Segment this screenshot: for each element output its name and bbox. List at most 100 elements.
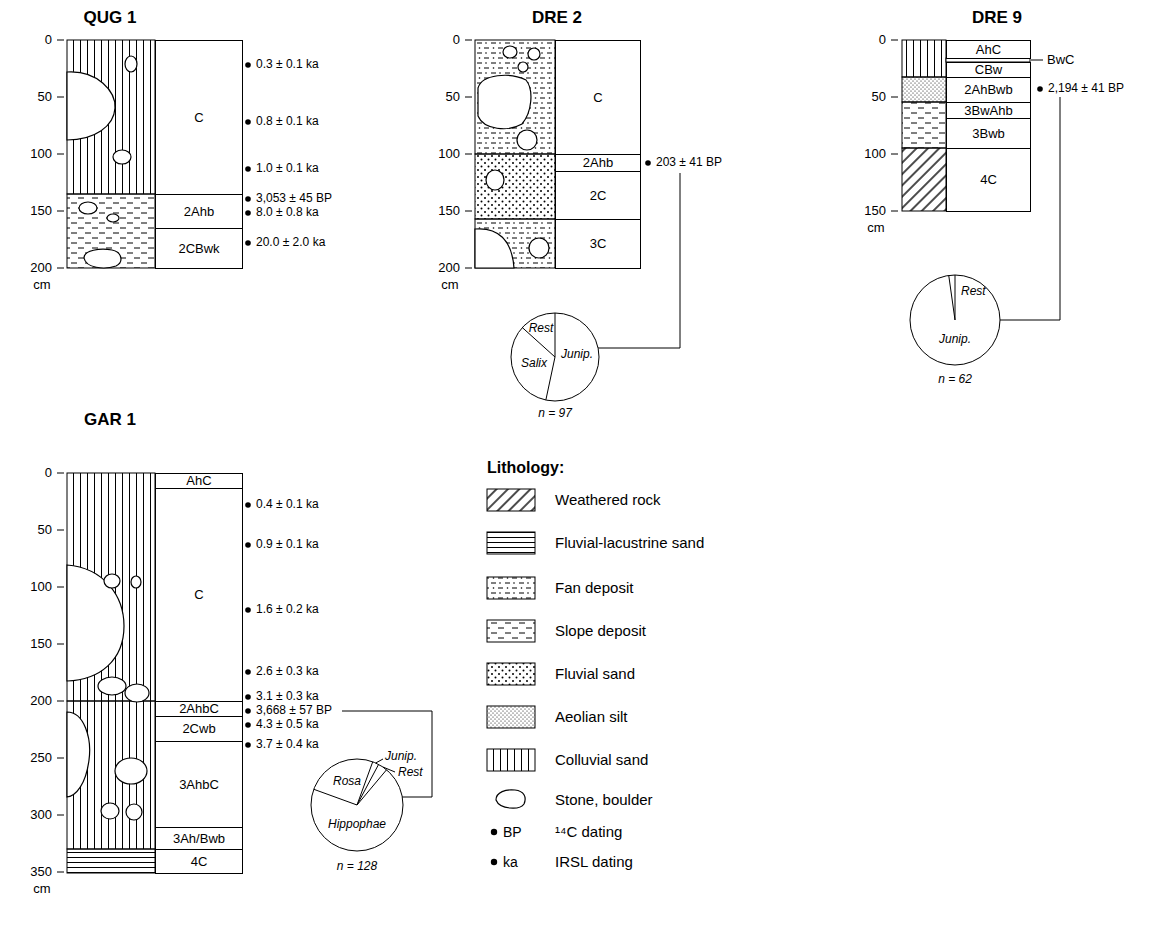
stone xyxy=(131,576,141,588)
depth-tick-label: 100 xyxy=(438,147,460,162)
date-label: 203 ± 41 BP xyxy=(656,156,722,170)
pie-outline xyxy=(311,759,403,851)
stone xyxy=(529,238,549,258)
tick xyxy=(465,97,472,98)
stone xyxy=(528,48,540,60)
stone xyxy=(101,803,119,819)
horizon-label: CBw xyxy=(975,63,1002,77)
depth-tick-label: 200 xyxy=(438,261,460,276)
date-dot xyxy=(245,166,251,172)
horizon-label: AhC xyxy=(186,474,211,488)
tick xyxy=(57,211,64,212)
depth-tick-label: 200 xyxy=(30,694,52,709)
depth-tick-label: 100 xyxy=(864,147,886,162)
date-label: 0.4 ± 0.1 ka xyxy=(256,498,319,512)
depth-tick-label: 100 xyxy=(30,580,52,595)
taxon-label: Junip. xyxy=(561,348,593,361)
horizon-box: AhC xyxy=(946,40,1031,59)
leader-line xyxy=(1031,60,1043,61)
horizon-box: 2AhbC xyxy=(155,701,243,717)
tick xyxy=(465,40,472,41)
depth-tick-label: 150 xyxy=(438,204,460,219)
date-label: 3.7 ± 0.4 ka xyxy=(256,738,319,752)
stone xyxy=(126,804,142,820)
profile-title: QUG 1 xyxy=(84,8,137,28)
date-dot xyxy=(245,708,251,714)
horizon-box: C xyxy=(555,40,641,155)
stone xyxy=(125,684,149,702)
legend-dot xyxy=(491,829,497,835)
horizon-label: 4C xyxy=(980,173,997,187)
legend-symbol-label: BP xyxy=(503,824,522,840)
pie-sector-line xyxy=(357,770,387,805)
depth-tick-label: 150 xyxy=(30,204,52,219)
date-label: 0.8 ± 0.1 ka xyxy=(256,115,319,129)
colluvial-sand xyxy=(67,701,155,849)
boulder xyxy=(475,229,514,268)
legend-swatch xyxy=(487,532,535,554)
horizon-label: 3Bwb xyxy=(972,127,1005,141)
profile-title: DRE 9 xyxy=(972,8,1022,28)
horizon-label: 2Cwb xyxy=(182,722,215,736)
horizon-label: 2Ahb xyxy=(583,156,613,170)
date-dot xyxy=(245,742,251,748)
date-dot xyxy=(245,119,251,125)
tick xyxy=(57,473,64,474)
horizon-box: 2AhBwb xyxy=(946,77,1031,103)
legend-swatches xyxy=(487,489,535,808)
legend-stone-symbol xyxy=(496,790,525,808)
horizon-label: 3AhbC xyxy=(179,778,219,792)
legend-swatch xyxy=(487,749,535,771)
legend-swatch xyxy=(487,620,535,642)
tick xyxy=(57,701,64,702)
depth-tick-label: 50 xyxy=(446,90,460,105)
pie-group xyxy=(511,313,599,401)
pie-sector-line xyxy=(949,275,955,320)
horizon-box: 2C xyxy=(555,171,641,220)
horizon-box: C xyxy=(155,488,243,702)
date-dot xyxy=(245,669,251,675)
date-dot xyxy=(245,240,251,246)
horizon-label: 3Ah/Bwb xyxy=(173,832,225,846)
legend-swatch xyxy=(487,577,535,599)
date-label: 0.9 ± 0.1 ka xyxy=(256,538,319,552)
date-dot xyxy=(245,196,251,202)
stone xyxy=(503,46,517,58)
horizon-label: AhC xyxy=(976,43,1001,57)
stone xyxy=(79,202,97,214)
date-dot xyxy=(245,542,251,548)
profile-title: DRE 2 xyxy=(532,8,582,28)
depth-tick-label: 300 xyxy=(30,808,52,823)
legend-text: Fan deposit xyxy=(555,579,633,596)
tick xyxy=(57,644,64,645)
depth-tick-label: cm xyxy=(33,278,50,293)
tick xyxy=(57,587,64,588)
taxon-label: Rosa xyxy=(333,775,361,788)
stone xyxy=(84,249,121,268)
date-label: 4.3 ± 0.5 ka xyxy=(256,718,319,732)
boulder xyxy=(478,75,531,128)
sample-count: n = 128 xyxy=(337,860,377,874)
horizon-label: C xyxy=(194,111,203,125)
date-label: 2,194 ± 41 BP xyxy=(1048,82,1124,96)
tick xyxy=(57,40,64,41)
pollen-pie-chart: RosaJunip.RestHippophae xyxy=(311,759,403,851)
pie-circle xyxy=(311,759,403,851)
tick xyxy=(57,268,64,269)
stone xyxy=(104,574,120,588)
pie-leader-line xyxy=(383,767,395,772)
tick xyxy=(465,268,472,269)
lithology-column xyxy=(67,40,1043,873)
taxon-label: Junip. xyxy=(939,333,971,346)
legend-symbol-label: ka xyxy=(503,854,518,870)
depth-tick-label: 50 xyxy=(872,90,886,105)
pie-sector-line xyxy=(546,357,555,400)
date-label: 8.0 ± 0.8 ka xyxy=(256,206,319,220)
date-label: 2.6 ± 0.3 ka xyxy=(256,665,319,679)
tick xyxy=(57,530,64,531)
horizon-label: 3BwAhb xyxy=(964,104,1012,118)
legend-dot xyxy=(491,859,497,865)
fan-deposit xyxy=(475,40,555,154)
taxon-label: Junip. xyxy=(385,750,417,763)
tick xyxy=(465,211,472,212)
